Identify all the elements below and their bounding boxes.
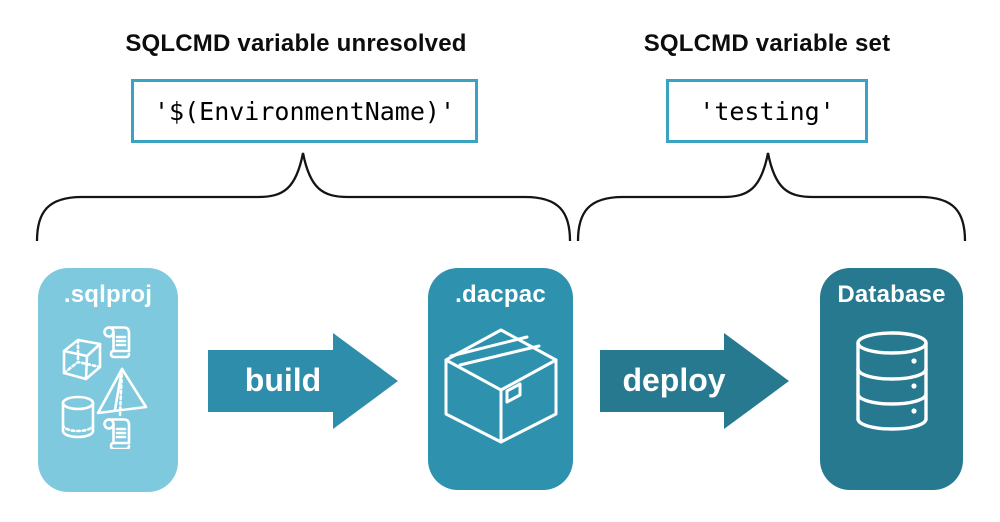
sql-project-objects-icon	[60, 323, 156, 449]
dacpac-label: .dacpac	[455, 281, 546, 308]
right-brace	[576, 152, 967, 242]
build-arrow-label: build	[244, 361, 322, 398]
sqlproj-label: .sqlproj	[63, 281, 153, 308]
deploy-arrow: deploy	[600, 333, 789, 429]
unresolved-variable-code-text: '$(EnvironmentName)'	[153, 96, 456, 126]
stage-sqlproj: .sqlproj	[38, 268, 178, 492]
script-scroll-icon	[103, 326, 131, 359]
deploy-arrow-label: deploy	[622, 361, 726, 398]
build-arrow: build	[208, 333, 398, 429]
right-annotation-title: SQLCMD variable set	[643, 30, 891, 57]
package-box-icon	[443, 327, 559, 445]
cube-icon	[62, 338, 102, 381]
set-variable-code-box: 'testing'	[666, 79, 868, 143]
database-cylinder-icon	[854, 331, 930, 431]
pyramid-icon	[96, 367, 148, 417]
left-annotation-title: SQLCMD variable unresolved	[125, 30, 467, 57]
cylinder-icon	[61, 395, 95, 439]
stage-dacpac: .dacpac	[428, 268, 573, 490]
stage-database: Database	[820, 268, 963, 490]
set-variable-code-text: 'testing'	[699, 96, 835, 126]
script-scroll-icon	[103, 418, 131, 449]
left-brace	[35, 152, 572, 242]
unresolved-variable-code-box: '$(EnvironmentName)'	[131, 79, 478, 143]
database-label: Database	[837, 281, 946, 308]
